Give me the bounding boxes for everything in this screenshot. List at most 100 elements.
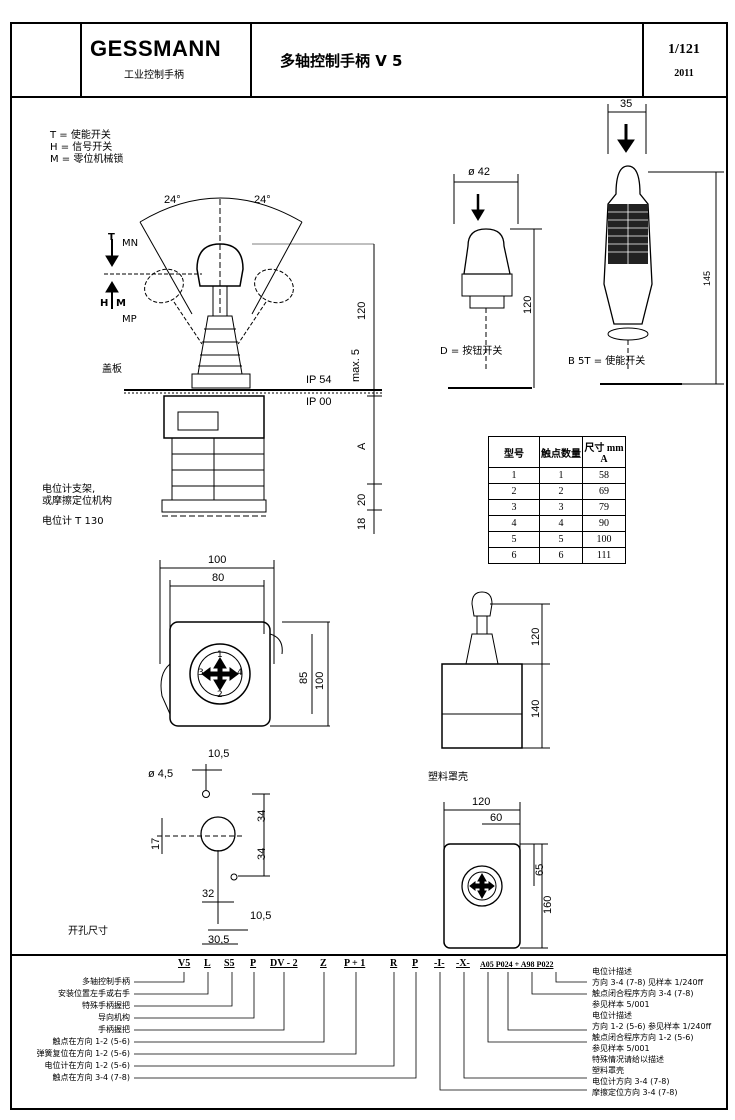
shroud-caption: 塑料罩壳 — [428, 772, 468, 783]
cell: 1 — [488, 467, 540, 484]
dim-30-5: 30,5 — [208, 934, 230, 946]
button-caption: D = 按钮开关 — [440, 346, 503, 357]
header: GESSMANN 工业控制手柄 多轴控制手柄 V 5 1/121 2011 — [12, 24, 726, 98]
shroud-top-drawing — [443, 802, 548, 949]
code-p-plus-1: P + 1 — [344, 958, 366, 969]
right-label: 电位计描述 — [592, 967, 632, 976]
cell: 100 — [582, 531, 626, 548]
right-label: 塑料罩壳 — [592, 1066, 624, 1075]
ip54-label: IP 54 — [306, 374, 332, 386]
dim-120-side: 120 — [356, 301, 368, 320]
dir-4: 4 — [237, 668, 243, 678]
cell: 3 — [488, 499, 540, 516]
right-label: 参见样本 5/001 — [592, 1000, 650, 1009]
dim-20: 20 — [356, 493, 368, 506]
grip-caption: B 5T = 使能开关 — [568, 356, 646, 367]
shroud-side-drawing — [441, 591, 550, 749]
page-number: 1/121 — [668, 42, 700, 57]
cell: 1 — [539, 467, 583, 484]
right-label: 特殊情况请给以描述 — [592, 1055, 664, 1064]
col-type: 型号 — [488, 436, 540, 468]
dia-42: ø 42 — [468, 166, 491, 178]
dia-4-5: ø 4,5 — [148, 768, 174, 780]
brand-logo: GESSMANN — [90, 36, 222, 61]
ip00-label: IP 00 — [306, 396, 332, 408]
dim-60: 60 — [490, 812, 503, 824]
order-code-leader-lines — [134, 972, 587, 1091]
right-label: 方向 3-4 (7-8) 见样本 1/240ff — [592, 978, 704, 987]
pot-bracket-label: 电位计支架, — [42, 484, 96, 495]
code-x: -X- — [456, 958, 470, 969]
grip-view-drawing — [600, 104, 724, 385]
dim-34-a: 34 — [256, 809, 268, 822]
dim-160: 160 — [542, 895, 554, 914]
code-p2: P — [412, 958, 419, 969]
code-i: -I- — [434, 958, 445, 969]
technical-drawing — [104, 104, 724, 949]
cutout-drawing — [157, 764, 270, 945]
right-label: 触点闭合程序方向 3-4 (7-8) — [592, 989, 694, 998]
cutout-caption: 开孔尺寸 — [68, 926, 108, 937]
dim-120-shroud: 120 — [530, 627, 542, 646]
dim-120-top2: 120 — [472, 796, 491, 808]
left-label: 导向机构 — [98, 1013, 130, 1022]
dir-1: 1 — [217, 650, 223, 660]
legend-m: M = 零位机械锁 — [50, 154, 124, 165]
code-dv2: DV - 2 — [270, 958, 298, 969]
cell: 79 — [582, 499, 626, 516]
brand-subtitle: 工业控制手柄 — [124, 70, 184, 81]
left-label: 特殊手柄握把 — [82, 1001, 130, 1010]
friction-label: 或摩擦定位机构 — [42, 496, 112, 507]
legend-t: T = 使能开关 — [50, 130, 111, 141]
button-view-drawing — [448, 174, 542, 389]
left-label: 触点在方向 3-4 (7-8) — [52, 1073, 130, 1082]
dim-140: 140 — [530, 699, 542, 718]
dim-10-5-bottom: 10,5 — [250, 910, 272, 922]
dim-34-b: 34 — [256, 847, 268, 860]
dim-32: 32 — [202, 888, 215, 900]
dim-65: 65 — [534, 863, 546, 876]
cell: 2 — [488, 483, 540, 500]
legend-h: H = 信号开关 — [50, 142, 113, 153]
cell: 58 — [582, 467, 626, 484]
pot-label: 电位计 T 130 — [42, 516, 104, 527]
left-label: 弹簧复位在方向 1-2 (5-6) — [36, 1049, 130, 1058]
dim-120-button: 120 — [522, 295, 534, 314]
cell: 90 — [582, 515, 626, 532]
cell: 69 — [582, 483, 626, 500]
dim-a: A — [356, 442, 368, 450]
order-code-section: V5 L S5 P DV - 2 Z P + 1 R P -I- -X- A05… — [12, 954, 726, 1112]
angle-right-label: 24° — [254, 194, 271, 206]
cell: 5 — [539, 531, 583, 548]
right-label: 电位计方向 3-4 (7-8) — [592, 1077, 670, 1086]
code-r: R — [390, 958, 398, 969]
left-label: 电位计在方向 1-2 (5-6) — [44, 1061, 130, 1070]
angle-left-label: 24° — [164, 194, 181, 206]
header-blank-cell — [12, 24, 82, 96]
mp-label: MP — [122, 314, 137, 325]
dim-17: 17 — [150, 837, 162, 850]
dim-18: 18 — [356, 517, 368, 530]
m-mark: M — [116, 298, 126, 309]
dim-85: 85 — [298, 671, 310, 684]
cell: 111 — [582, 547, 626, 564]
cell: 2 — [539, 483, 583, 500]
code-a05: A05 P024 + A98 P022 — [480, 960, 554, 969]
dim-80: 80 — [212, 572, 225, 584]
dim-10-5-top: 10,5 — [208, 748, 230, 760]
left-label: 手柄握把 — [98, 1025, 130, 1034]
side-view-drawing — [104, 197, 382, 534]
left-label: 触点在方向 1-2 (5-6) — [52, 1037, 130, 1046]
code-v5: V5 — [178, 958, 191, 969]
cell: 6 — [539, 547, 583, 564]
mn-label: MN — [122, 238, 139, 249]
page-title: 多轴控制手柄 V 5 — [280, 52, 403, 70]
cell: 6 — [488, 547, 540, 564]
right-label: 方向 1-2 (5-6) 参见样本 1/240ff — [592, 1022, 712, 1031]
